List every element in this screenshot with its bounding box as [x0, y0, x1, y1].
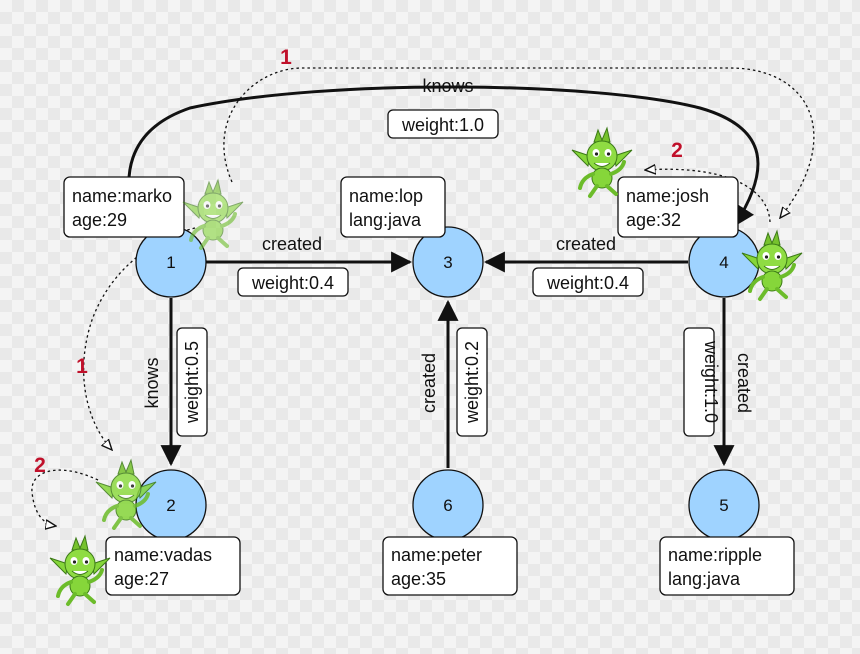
svg-text:weight:0.4: weight:0.4 [251, 273, 334, 293]
weight-box-4-5: weight:1.0 [683, 327, 721, 437]
svg-text:1: 1 [166, 253, 175, 272]
svg-text:weight:0.4: weight:0.4 [546, 273, 629, 293]
edge-label-created-4-5: created [734, 353, 754, 413]
step-number-left: 1 [76, 355, 88, 378]
step-number-vadas: 2 [34, 454, 46, 477]
svg-text:5: 5 [719, 496, 728, 515]
traversal-path-marko-to-josh [223, 67, 815, 218]
svg-text:name:josh: name:josh [626, 186, 709, 206]
edges [127, 85, 760, 468]
svg-text:weight:0.5: weight:0.5 [182, 341, 202, 424]
weight-box-6-3: weight:0.2 [456, 327, 488, 437]
svg-text:weight:1.0: weight:1.0 [401, 115, 484, 135]
svg-text:lang:java: lang:java [668, 569, 741, 589]
edge-label-created-4-3: created [556, 234, 616, 254]
edge-label-knows-1-4: knows [422, 76, 473, 96]
svg-text:name:ripple: name:ripple [668, 545, 762, 565]
traversal-path-josh-self [645, 169, 771, 223]
svg-text:name:lop: name:lop [349, 186, 423, 206]
gremlin-mascot-icon [181, 178, 245, 250]
property-box-marko: name:marko age:29 [63, 176, 185, 238]
property-box-ripple: name:ripple lang:java [659, 536, 795, 596]
node-3: 3 [412, 226, 484, 298]
svg-text:3: 3 [443, 253, 452, 272]
edge-label-created-6-3: created [419, 353, 439, 413]
step-number-josh: 2 [671, 139, 683, 162]
traversal-path-marko-to-vadas [83, 227, 196, 450]
traversal-paths [31, 67, 815, 526]
svg-text:2: 2 [166, 496, 175, 515]
svg-text:4: 4 [719, 253, 728, 272]
node-2: 2 [135, 469, 207, 541]
step-number-top: 1 [280, 46, 292, 69]
svg-text:age:29: age:29 [72, 210, 127, 230]
property-box-peter: name:peter age:35 [382, 536, 518, 596]
svg-text:weight:1.0: weight:1.0 [701, 340, 721, 423]
svg-text:age:32: age:32 [626, 210, 681, 230]
edge-knows-1-4 [127, 85, 760, 227]
weight-box-4-3: weight:0.4 [532, 267, 644, 297]
svg-text:age:35: age:35 [391, 569, 446, 589]
traversal-path-vadas-self [31, 469, 99, 526]
svg-text:lang:java: lang:java [349, 210, 422, 230]
node-5: 5 [688, 469, 760, 541]
svg-text:name:peter: name:peter [391, 545, 482, 565]
property-box-lop: name:lop lang:java [340, 176, 446, 238]
gremlin-mascot-icon [48, 534, 112, 606]
svg-text:weight:0.2: weight:0.2 [462, 341, 482, 424]
node-6: 6 [412, 469, 484, 541]
weight-box-1-2: weight:0.5 [176, 327, 208, 437]
svg-text:age:27: age:27 [114, 569, 169, 589]
edge-label-knows-1-2: knows [142, 357, 162, 408]
weight-box-1-4: weight:1.0 [387, 109, 499, 139]
svg-text:name:marko: name:marko [72, 186, 172, 206]
svg-text:6: 6 [443, 496, 452, 515]
property-box-vadas: name:vadas age:27 [105, 536, 241, 596]
property-box-josh: name:josh age:32 [617, 176, 739, 238]
edge-label-created-1-3: created [262, 234, 322, 254]
svg-text:name:vadas: name:vadas [114, 545, 212, 565]
weight-box-1-3: weight:0.4 [237, 267, 349, 297]
